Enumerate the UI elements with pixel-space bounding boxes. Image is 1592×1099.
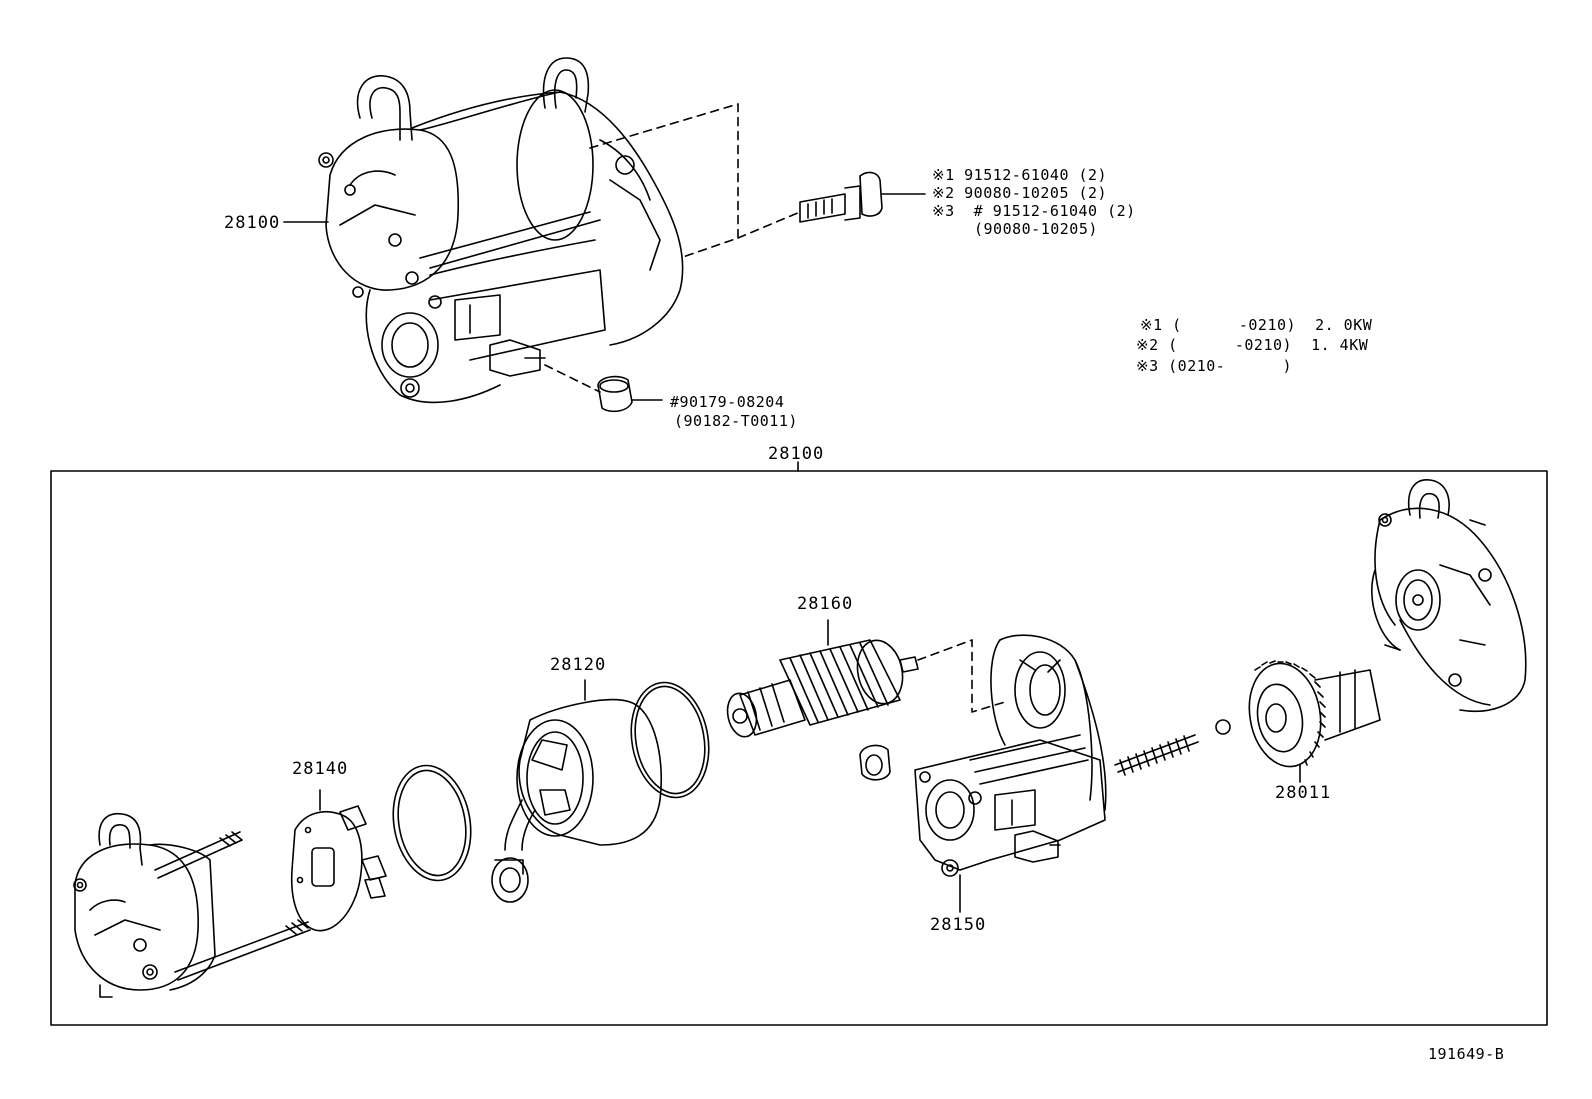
diagram-id: 191649-B (1428, 1045, 1505, 1063)
bolt-callout-1: ※1 91512-61040 (2) (932, 166, 1108, 184)
bolt-callout-4: (90080-10205) (974, 220, 1098, 238)
label-28150: 28150 (930, 915, 987, 935)
label-28120: 28120 (550, 655, 607, 675)
bolt-callout-3: ※3 # 91512-61040 (2) (932, 202, 1136, 220)
exploded-parts-drawing (74, 480, 1526, 997)
note-3: ※3 (0210- ) (1136, 357, 1293, 375)
nut-callout-2: (90182-T0011) (674, 412, 798, 430)
label-28100-top: 28100 (224, 213, 281, 233)
nut-callout-1: #90179-08204 (670, 393, 785, 411)
label-28100-assembly: 28100 (768, 444, 825, 464)
exploded-view-frame (51, 471, 1547, 1025)
bolt-callout-2: ※2 90080-10205 (2) (932, 184, 1108, 202)
label-28160: 28160 (797, 594, 854, 614)
note-2: ※2 ( -0210) 1. 4KW (1136, 336, 1369, 354)
note-1: ※1 ( -0210) 2. 0KW (1140, 316, 1373, 334)
label-28140: 28140 (292, 759, 349, 779)
starter-assembly-drawing (284, 58, 925, 411)
label-28011: 28011 (1275, 783, 1332, 803)
